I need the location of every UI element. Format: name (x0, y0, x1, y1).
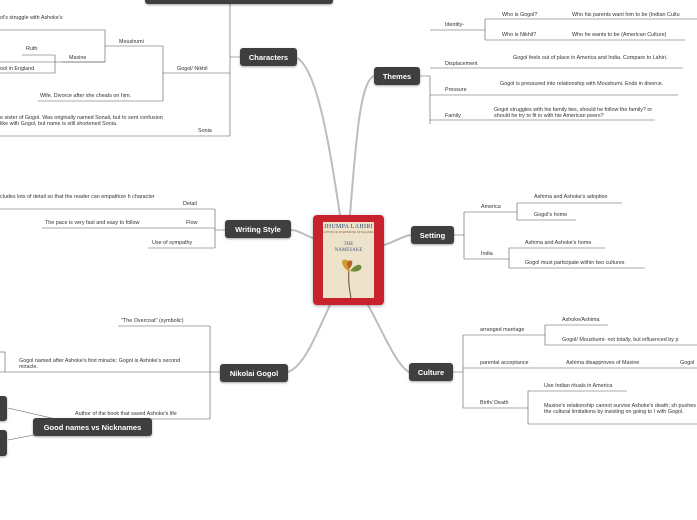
label-birth-death[interactable]: Birth/ Death (480, 400, 509, 406)
label-parental-acceptance[interactable]: parental acceptance (480, 360, 529, 366)
label-gogol-nikhil[interactable]: Gogol/ Nikhil (177, 66, 208, 72)
label-who-nikhil[interactable]: Who is Nikhil? (502, 32, 537, 38)
topic-partial-left-2[interactable] (0, 430, 7, 456)
edge-setting (383, 234, 412, 246)
label-family[interactable]: Family (445, 113, 461, 119)
topic-partial-left-1[interactable] (0, 396, 7, 421)
edge-miracle-hub (0, 352, 6, 373)
label-gogol-moushumi[interactable]: Gogol/ Moushumi- not totally, but influe… (562, 337, 679, 343)
edge-identity-hub (475, 19, 486, 31)
edge-maxine-hub (0, 55, 56, 74)
label-indian-rituals[interactable]: Use Indian rituals in America (544, 383, 613, 389)
label-sympathy[interactable]: Use of sympathy (152, 240, 193, 246)
label-who-nikhil-answer[interactable]: Who he wants to be (American Culture) (572, 32, 667, 38)
label-displacement[interactable]: Displacement (445, 61, 478, 67)
label-detail[interactable]: Detail (183, 201, 197, 207)
label-family-desc[interactable]: Gogol struggles with his family ties, sh… (494, 107, 653, 120)
topic-culture[interactable]: Culture (409, 363, 453, 381)
edge-culture (367, 304, 410, 373)
edge-india-hub-b (508, 259, 645, 269)
label-gogol-cut[interactable]: Gogol (680, 360, 695, 366)
topic-setting[interactable]: Setting (411, 226, 454, 244)
label-who-gogol[interactable]: Who is Gogol? (502, 12, 538, 18)
topic-themes[interactable]: Themes (374, 67, 420, 85)
topic-writing-style[interactable]: Writing Style (225, 220, 291, 238)
label-who-gogol-answer[interactable]: Who his parents want him to be (Indian C… (572, 12, 680, 18)
label-miracle[interactable]: Gogol named after Ashoke's first miracle… (19, 358, 181, 371)
edge-birth-hub-b (527, 408, 697, 425)
label-detail-desc[interactable]: cludes lots of detail so that the reader… (0, 194, 155, 200)
edge-themes-hub (420, 75, 431, 124)
book-cover-image: JHUMPA LAHIRI AUTHOR OF INTERPRETER OF M… (323, 222, 374, 298)
label-author-book[interactable]: Author of the book that saved Ashoke's l… (75, 411, 177, 417)
label-identity[interactable]: Identity- (445, 22, 465, 28)
label-maxine[interactable]: Maxine (69, 55, 87, 61)
edge-america-hub (508, 202, 622, 213)
label-england[interactable]: ool in England (0, 66, 35, 72)
top-topic-partial[interactable] (145, 0, 333, 4)
edge-birth-hub (518, 390, 627, 409)
label-ashoke-ashima[interactable]: Ashoke/Ashima (562, 317, 600, 323)
edge-india-hub (500, 247, 605, 260)
label-pressure[interactable]: Pressure (445, 87, 467, 93)
leaf-artwork-icon (342, 259, 362, 298)
edge-sonia-hub (0, 57, 231, 137)
topic-good-names-vs-nicknames[interactable]: Good names vs Nicknames (33, 418, 152, 436)
edge-moushumi (105, 45, 164, 73)
edge-arranged-hub (535, 324, 608, 336)
label-flow-desc[interactable]: The pace is very fast and easy to follow (45, 220, 140, 226)
label-arranged-marriage[interactable]: arranged marriage (480, 327, 525, 333)
book-title-line1: THE (343, 242, 354, 247)
edge-characters (296, 57, 341, 216)
edge-culture-hub (453, 371, 464, 408)
edge-writing-style (290, 229, 314, 239)
label-two-cultures[interactable]: Gogol must participate within two cultur… (525, 260, 625, 266)
label-displacement-desc[interactable]: Gogol feels out of place in America and … (513, 55, 668, 61)
edge-arranged-hub-b (544, 335, 697, 346)
edge-char-hub (229, 0, 240, 58)
edge-setting-hub (454, 234, 465, 259)
label-sonia[interactable]: Sonia (198, 128, 212, 134)
edge-themes (349, 75, 375, 216)
label-moushumi[interactable]: Moushumi (119, 39, 144, 45)
label-india[interactable]: India (481, 251, 493, 257)
label-adoption[interactable]: Ashima and Ashoke's adoption (534, 194, 608, 200)
edge-gogol-hub (38, 72, 166, 102)
book-title: THE NAMESAKE (323, 242, 374, 254)
label-ashima-home[interactable]: Ashima and Ashoke's home (525, 240, 592, 246)
label-maxine-desc[interactable]: Maxine's relationship cannot survive Ash… (544, 403, 696, 416)
label-gogols-home[interactable]: Gogol's home (534, 212, 568, 218)
book-subtitle: AUTHOR OF INTERPRETER OF MALADIES (323, 231, 374, 234)
label-disapproves-maxine[interactable]: Ashima disapproves of Maxine (566, 360, 640, 366)
label-sonia-desc[interactable]: e sister of Gogol. Was originally named … (0, 115, 163, 128)
central-topic-book-cover[interactable]: JHUMPA LAHIRI AUTHOR OF INTERPRETER OF M… (313, 215, 384, 305)
edge-nikolai (287, 304, 331, 373)
label-wife[interactable]: Wife. Divorce after she cheats on him. (40, 93, 132, 99)
edge-moushumi-hub (0, 30, 106, 63)
label-pressure-desc[interactable]: Gogol is pressured into relationship wit… (500, 81, 664, 87)
edge-ws-hub (214, 229, 225, 248)
label-struggle[interactable]: ol's struggle with Ashoke's (0, 15, 63, 21)
label-america[interactable]: America (481, 204, 501, 210)
label-flow[interactable]: Flow (186, 220, 198, 226)
edge-america-hub-b (516, 212, 576, 221)
topic-characters[interactable]: Characters (240, 48, 297, 66)
label-ruth[interactable]: Ruth (26, 46, 38, 52)
label-overcoat[interactable]: "The Overcoat" (symbolic) (121, 318, 184, 324)
book-title-line2: NAMESAKE (334, 248, 363, 253)
book-author: JHUMPA LAHIRI (324, 224, 373, 230)
topic-nikolai-gogol[interactable]: Nikolai Gogol (220, 364, 288, 382)
